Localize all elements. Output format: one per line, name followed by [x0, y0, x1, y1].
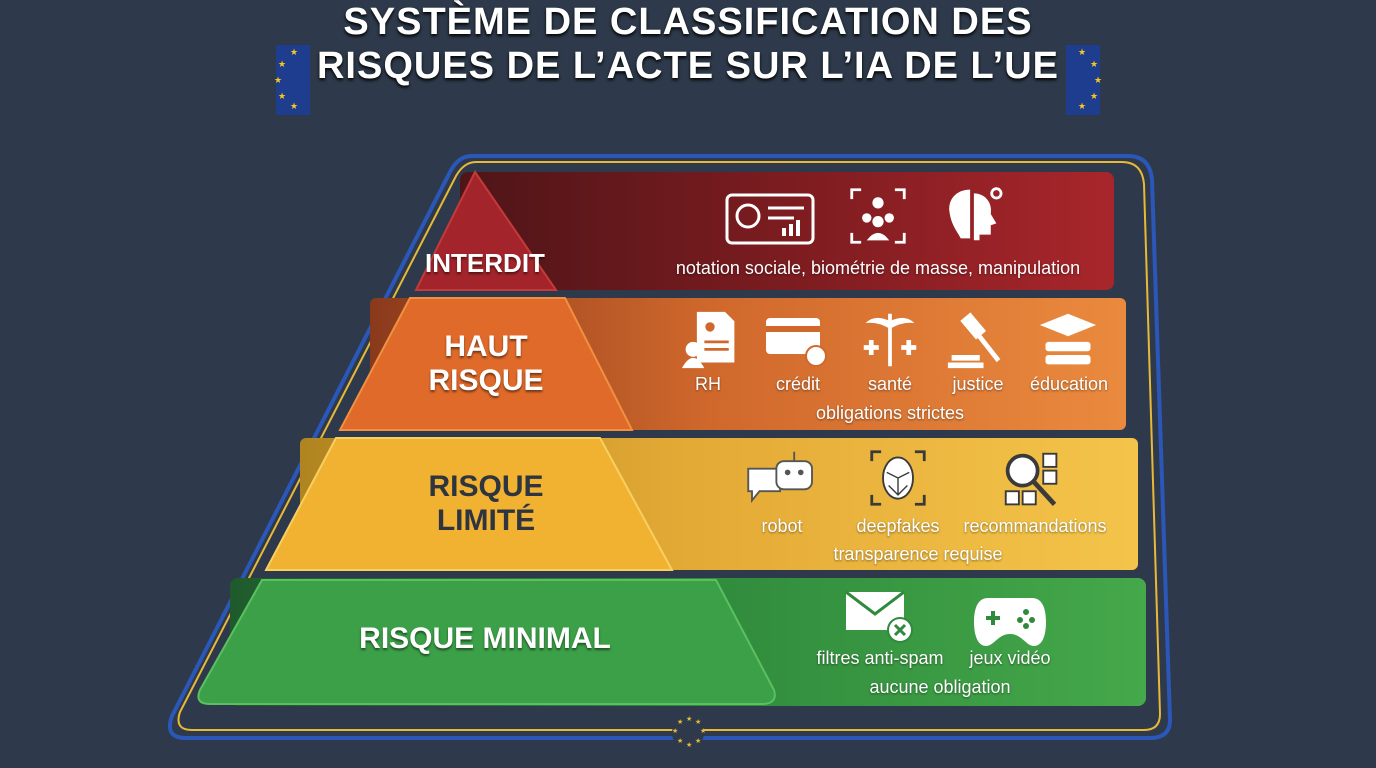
spam-mail-icon — [844, 588, 916, 648]
magnifier-grid-icon — [1000, 450, 1064, 510]
svg-text:★: ★ — [686, 715, 692, 723]
tier-summary-interdit: notation sociale, biométrie de masse, ma… — [675, 258, 1081, 278]
frame-outline-blue — [167, 154, 1173, 740]
caduceus-icon — [858, 310, 922, 370]
graduation-cap-icon — [1036, 310, 1100, 370]
gavel-icon — [944, 310, 1008, 370]
frame-outline-gold — [177, 161, 1162, 731]
item-label: RH — [695, 374, 721, 394]
eu-stars-icon: ★★★★★★★★ — [672, 715, 706, 749]
svg-text:★: ★ — [695, 737, 701, 745]
tier-summary-limite: transparence requise — [833, 544, 1003, 564]
tier-summary-haut: obligations strictes — [815, 403, 965, 423]
resume-icon — [678, 310, 742, 370]
face-scan-icon — [866, 448, 930, 508]
title-line-2: RISQUES DE L’ACTE SUR L’IA DE L’UE — [316, 45, 1060, 87]
svg-text:★: ★ — [677, 737, 683, 745]
gamepad-icon — [972, 590, 1048, 650]
tier-label-minimal: RISQUE MINIMAL — [359, 622, 611, 655]
svg-text:★: ★ — [695, 718, 701, 726]
pyramid-haut — [338, 297, 634, 431]
pyramid-interdit — [414, 170, 558, 291]
svg-text:★: ★ — [686, 741, 692, 749]
eu-flag-icon: ★★★★★ — [1066, 45, 1102, 115]
item-label: santé — [867, 374, 913, 394]
eu-flag-icon: ★★★★★ — [274, 45, 310, 115]
title-line-1: SYSTÈME DE CLASSIFICATION DES — [343, 1, 1033, 43]
item-label: crédit — [775, 374, 820, 394]
item-label: deepfakes — [856, 516, 940, 536]
item-label: robot — [761, 516, 803, 536]
svg-text:★: ★ — [700, 727, 706, 735]
tier-label-limite: RISQUE LIMITÉ — [428, 470, 544, 537]
tier-label-haut: HAUT RISQUE — [428, 330, 544, 397]
pyramid-minimal — [197, 579, 776, 705]
svg-text:★: ★ — [672, 727, 678, 735]
band-interdit — [460, 172, 1114, 290]
page-title: SYSTÈME DE CLASSIFICATION DES RISQUES DE… — [0, 0, 1376, 88]
item-label: filtres anti-spam — [816, 648, 944, 668]
item-label: jeux vidéo — [969, 648, 1051, 668]
credit-card-icon — [764, 314, 828, 374]
item-label: justice — [952, 374, 1004, 394]
tier-label-interdit: INTERDIT — [425, 248, 545, 278]
mass-surveillance-icon — [846, 186, 910, 246]
social-score-card-icon — [724, 190, 816, 250]
tier-summary-minimal: aucune obligation — [869, 677, 1011, 697]
chatbot-icon — [744, 448, 820, 508]
pyramid-limite — [264, 437, 674, 571]
item-label: éducation — [1029, 374, 1109, 394]
brain-gear-icon — [940, 184, 1004, 244]
item-label: recommandations — [963, 516, 1107, 536]
svg-text:★: ★ — [677, 718, 683, 726]
